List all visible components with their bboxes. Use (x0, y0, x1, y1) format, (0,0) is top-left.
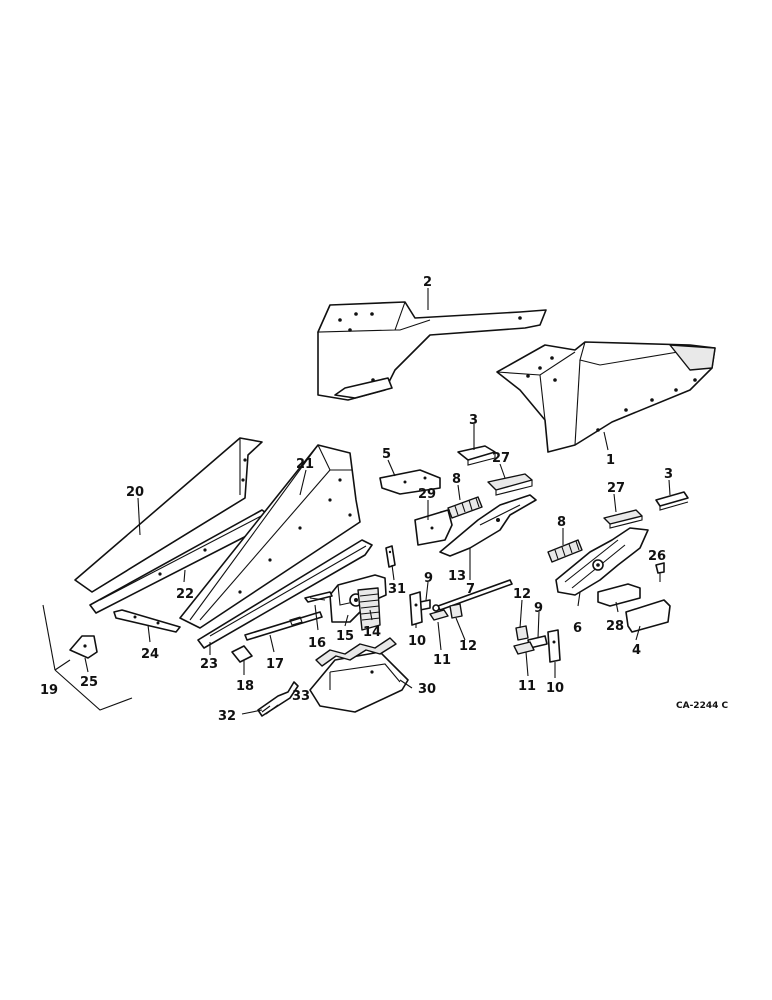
part-12-spring-left (449, 603, 463, 619)
part-27-bracket-upper (487, 473, 533, 496)
callout-19: 19 (40, 683, 58, 698)
part-7-lever (439, 494, 537, 557)
callout-3: 3 (469, 413, 478, 428)
part-29-bracket (414, 509, 453, 546)
part-10-latch-plate-right (547, 629, 561, 663)
part-19-assembly-bracket (42, 604, 133, 711)
part-2-frame-left (317, 301, 547, 401)
callout-33: 33 (292, 689, 310, 704)
part-18-clip (231, 645, 253, 663)
part-26-bolt (655, 562, 665, 582)
callout-8: 8 (452, 472, 461, 487)
callout-13: 13 (448, 569, 466, 584)
callout-30: 30 (418, 682, 436, 697)
part-24-bar (113, 609, 181, 633)
callout-4: 4 (632, 643, 641, 658)
callout-9: 9 (424, 571, 433, 586)
callout-21: 21 (296, 457, 314, 472)
part-11-block-right (513, 641, 535, 655)
part-32-rod (257, 681, 299, 717)
part-3-bracket-right (655, 491, 689, 511)
part-17-rod (244, 611, 323, 641)
part-33-chain (315, 637, 397, 667)
callout-23: 23 (200, 657, 218, 672)
part-3-bracket-upper (457, 445, 496, 466)
callout-25: 25 (80, 675, 98, 690)
callout-1: 1 (606, 453, 615, 468)
callout-14: 14 (363, 625, 381, 640)
part-16-rod (304, 591, 333, 603)
callout-15: 15 (336, 629, 354, 644)
callout-labels: 2 1 3 5 27 8 29 7 3 27 8 26 6 28 4 21 20… (40, 275, 728, 724)
part-23-center-rail (197, 539, 373, 649)
callout-29: 29 (418, 487, 436, 502)
leader-lines (84, 288, 671, 715)
callout-27: 27 (492, 451, 510, 466)
callout-20: 20 (126, 485, 144, 500)
callout-9: 9 (534, 601, 543, 616)
part-8-spring-right (547, 539, 583, 563)
part-6-pivot-arm (555, 527, 649, 596)
part-12-spring-right (515, 625, 529, 641)
part-20-snout-panel (74, 437, 263, 593)
figure-code: CA-2244 C (676, 701, 728, 711)
part-13-rod (432, 579, 513, 612)
callout-8: 8 (557, 515, 566, 530)
callout-28: 28 (606, 619, 624, 634)
callout-18: 18 (236, 679, 254, 694)
callout-31: 31 (388, 582, 406, 597)
callout-17: 17 (266, 657, 284, 672)
callout-12: 12 (513, 587, 531, 602)
callout-11: 11 (518, 679, 536, 694)
part-21-center-snout (179, 444, 361, 629)
part-31-pin (385, 545, 396, 568)
callout-27: 27 (607, 481, 625, 496)
callout-22: 22 (176, 587, 194, 602)
part-25-shoe (69, 635, 98, 659)
part-1-frame-right (496, 341, 716, 453)
callout-6: 6 (573, 621, 582, 636)
callout-11: 11 (433, 653, 451, 668)
part-28-plate (597, 583, 641, 607)
callout-7: 7 (466, 582, 475, 597)
part-14-spring (357, 587, 381, 631)
callout-5: 5 (382, 447, 391, 462)
callout-2: 2 (423, 275, 432, 290)
callout-12: 12 (459, 639, 477, 654)
callout-32: 32 (218, 709, 236, 724)
part-10-latch-plate-left (409, 591, 423, 626)
callout-16: 16 (308, 636, 326, 651)
callout-24: 24 (141, 647, 159, 662)
callout-3: 3 (664, 467, 673, 482)
callout-10: 10 (546, 681, 564, 696)
part-27-bracket-right (603, 509, 643, 529)
part-30-shield (309, 651, 409, 713)
part-11-block-left (429, 609, 449, 621)
callout-26: 26 (648, 549, 666, 564)
part-4-bracket (625, 599, 671, 633)
callout-10: 10 (408, 634, 426, 649)
